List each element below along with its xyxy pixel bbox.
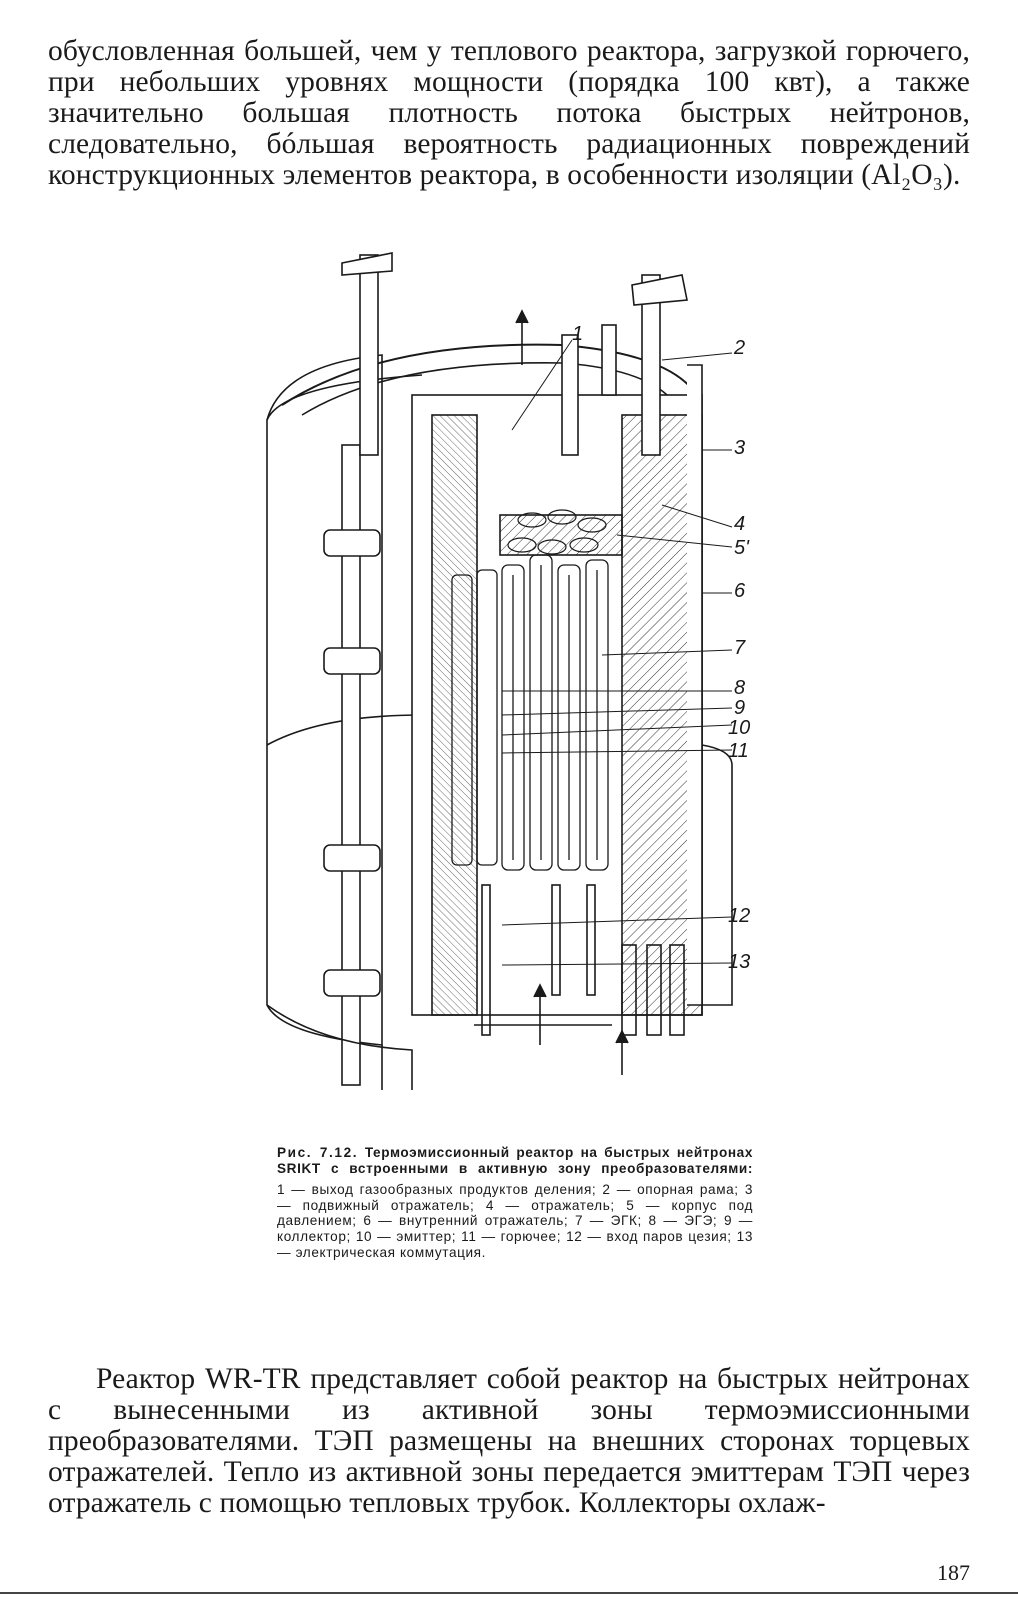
caption-label: Рис. 7.12.	[277, 1145, 359, 1160]
figure-callout: 4	[734, 513, 746, 535]
figure-callout: 5'	[734, 537, 749, 559]
figure-callout: 9	[734, 697, 746, 719]
bottom-edge-rule	[0, 1592, 1018, 1594]
body-paragraph-bottom: Реактор WR-TR представляет собой реактор…	[48, 1363, 970, 1519]
figure-callout: 13	[728, 951, 751, 973]
reactor-cutaway-drawing	[266, 252, 733, 1090]
caption-title: Рис. 7.12. Термоэмиссионный реактор на б…	[277, 1145, 753, 1176]
figure-callout: 1	[572, 323, 584, 345]
figure-callout: 2	[734, 337, 746, 359]
figure-callout: 6	[734, 580, 746, 602]
page-number: 187	[937, 1560, 970, 1585]
body-paragraph-top: обусловленная большей, чем у теплового р…	[48, 35, 970, 191]
figure-callout: 10	[728, 717, 751, 739]
caption-title-text: Термоэмиссионный реактор на быстрых нейт…	[277, 1145, 753, 1176]
figure-callout: 3	[734, 437, 746, 459]
figure-callout: 11	[728, 740, 749, 762]
figure-callout: 12	[728, 905, 751, 927]
reactor-illustration: 1 2 3 4 5' 6 7 8 9 10 11 12 13	[262, 245, 762, 1090]
caption-legend: 1 — выход газообразных продуктов деления…	[277, 1182, 753, 1260]
figure-caption: Рис. 7.12. Термоэмиссионный реактор на б…	[277, 1145, 753, 1260]
figure-callout: 8	[734, 677, 746, 699]
figure-callout: 7	[734, 637, 746, 659]
